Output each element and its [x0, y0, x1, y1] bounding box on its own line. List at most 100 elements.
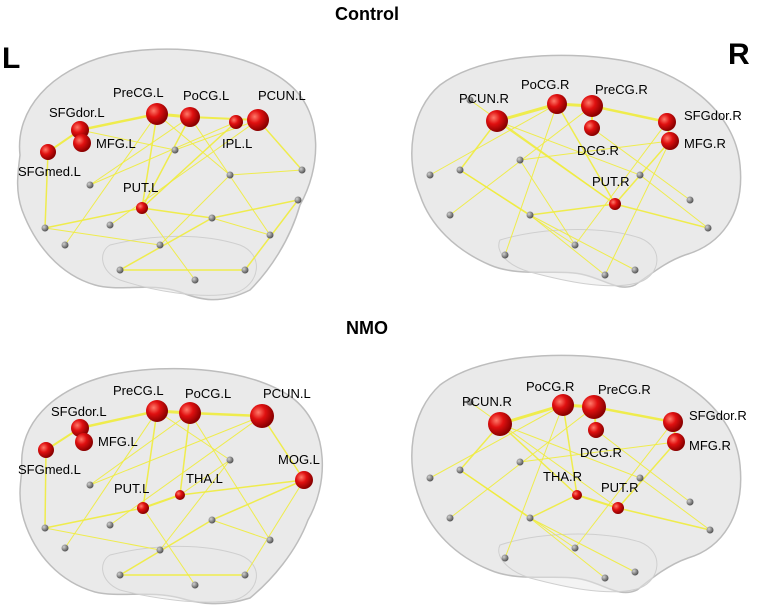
network-node [266, 536, 274, 544]
network-node [526, 211, 534, 219]
hub-nodes [40, 103, 269, 214]
node-label: PoCG.L [185, 386, 231, 401]
node-label: SFGmed.L [18, 462, 81, 477]
hub-node-precg-r [582, 395, 606, 419]
hub-node-sfgdor-r [658, 113, 676, 131]
network-node [208, 516, 216, 524]
network-edges [44, 112, 303, 281]
network-node [601, 271, 609, 279]
hemisphere-label-right: R [728, 38, 750, 71]
hub-node-precg-l [146, 103, 168, 125]
node-label: DCG.R [577, 143, 619, 158]
hub-node-mfg-l [75, 433, 93, 451]
network-node [516, 156, 524, 164]
network-node [116, 571, 124, 579]
network-node [526, 514, 534, 522]
hub-node-put-l [137, 502, 149, 514]
node-label: DCG.R [580, 445, 622, 460]
node-label: PreCG.R [595, 82, 648, 97]
network-node [706, 526, 714, 534]
network-node [106, 521, 114, 529]
node-label: MFG.R [689, 438, 731, 453]
network-nodes [426, 398, 714, 582]
hub-labels: PCUN.R PoCG.R PreCG.R SFGdor.R MFG.R DCG… [459, 77, 742, 189]
group-title-nmo: NMO [346, 318, 388, 338]
hub-node-put-l [136, 202, 148, 214]
hub-node-dcg-r [584, 120, 600, 136]
hub-nodes [486, 94, 679, 210]
temporal-lobe-outline [498, 229, 658, 287]
node-label: SFGdor.R [689, 408, 747, 423]
network-node [106, 221, 114, 229]
network-node [631, 266, 639, 274]
network-node [171, 146, 179, 154]
node-label: THA.R [543, 469, 582, 484]
network-edges [429, 99, 709, 276]
network-node [571, 241, 579, 249]
node-label: PUT.L [114, 481, 149, 496]
network-node [686, 498, 694, 506]
node-label: PCUN.R [459, 91, 509, 106]
network-nodes [426, 96, 712, 279]
network-node [86, 181, 94, 189]
network-node [116, 266, 124, 274]
hub-node-ipl-l [229, 115, 243, 129]
network-edges [44, 409, 305, 586]
hub-node-pcun-r [486, 110, 508, 132]
network-node [446, 514, 454, 522]
hub-nodes [488, 394, 685, 514]
panel-nmo-left: PreCG.L PoCG.L PCUN.L SFGdor.L MFG.L SFG… [18, 367, 324, 605]
network-node [156, 241, 164, 249]
network-node [571, 544, 579, 552]
network-node [686, 196, 694, 204]
hub-node-tha-r [572, 490, 582, 500]
network-nodes [41, 146, 306, 284]
network-node [241, 571, 249, 579]
network-node [704, 224, 712, 232]
network-node [226, 456, 234, 464]
node-label: PoCG.L [183, 88, 229, 103]
network-node [191, 581, 199, 589]
hub-node-sfgmed-l [38, 442, 54, 458]
network-node [208, 214, 216, 222]
network-node [456, 166, 464, 174]
node-label: PCUN.L [258, 88, 306, 103]
network-node [501, 554, 509, 562]
network-node [226, 171, 234, 179]
network-node [631, 568, 639, 576]
node-label: MFG.R [684, 136, 726, 151]
node-label: SFGdor.R [684, 108, 742, 123]
network-node [426, 171, 434, 179]
hub-node-precg-l [146, 400, 168, 422]
hub-labels: PreCG.L PoCG.L PCUN.L SFGdor.L MFG.L SFG… [18, 383, 320, 496]
network-node [636, 171, 644, 179]
network-node [61, 544, 69, 552]
panel-nmo-right: PCUN.R PoCG.R PreCG.R SFGdor.R MFG.R DCG… [411, 354, 747, 594]
node-label: SFGmed.L [18, 164, 81, 179]
hub-node-put-r [609, 198, 621, 210]
group-title-control: Control [335, 4, 399, 24]
network-node [61, 241, 69, 249]
hub-nodes [38, 400, 313, 514]
brain-outline [16, 48, 317, 301]
node-label: SFGdor.L [49, 105, 105, 120]
hub-node-precg-r [581, 95, 603, 117]
network-node [298, 166, 306, 174]
network-node [266, 231, 274, 239]
node-label: MOG.L [278, 452, 320, 467]
node-label: PreCG.R [598, 382, 651, 397]
hub-node-dcg-r [588, 422, 604, 438]
hub-node-mfg-r [661, 132, 679, 150]
network-node [191, 276, 199, 284]
hub-node-pocg-r [552, 394, 574, 416]
hub-node-pocg-r [547, 94, 567, 114]
node-label: PUT.R [592, 174, 630, 189]
node-label: MFG.L [96, 136, 136, 151]
node-label: PoCG.R [521, 77, 569, 92]
network-node [601, 574, 609, 582]
hub-node-sfgdor-l [71, 419, 89, 437]
network-node [156, 546, 164, 554]
network-node [426, 474, 434, 482]
network-nodes [41, 456, 274, 589]
network-node [41, 224, 49, 232]
